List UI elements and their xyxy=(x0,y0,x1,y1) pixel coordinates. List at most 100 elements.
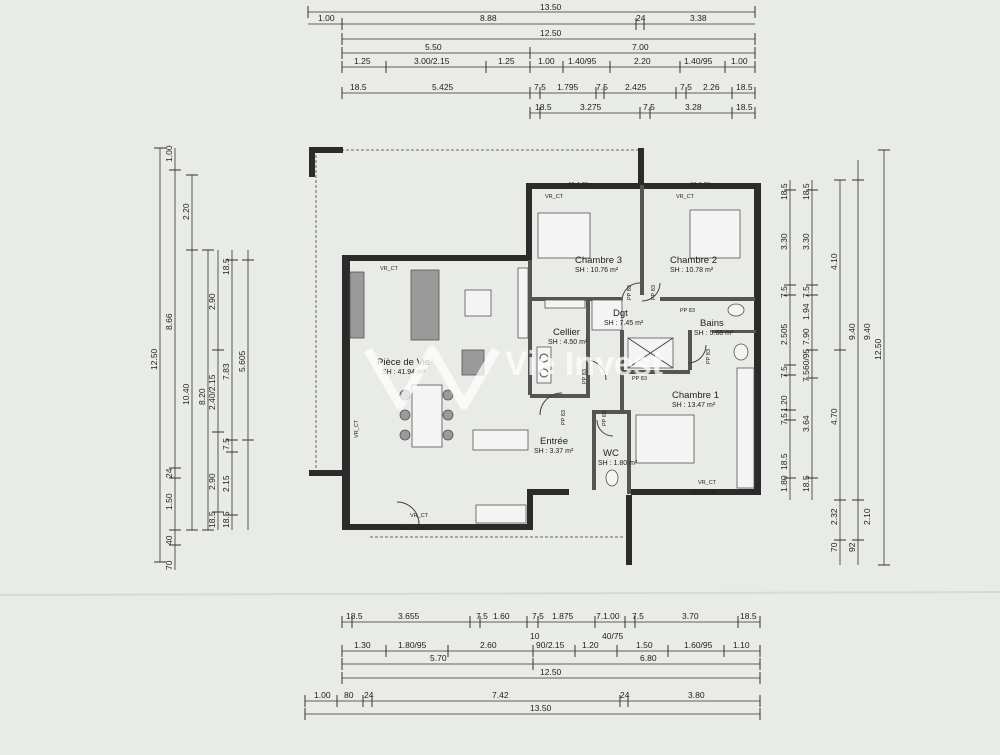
dim-right-2-h: 3.64 xyxy=(801,415,811,432)
dim-bot-4-b: 6.80 xyxy=(640,653,657,663)
bed-chambre-3 xyxy=(537,212,591,259)
vr-ct-label-1: VR_CT xyxy=(380,266,399,272)
room-area-dgt: SH : 7.45 m² xyxy=(604,320,644,327)
left-dimension-chains: 12.50 1.00 8.66 24 1.50 40 70 2.20 10.40… xyxy=(149,145,254,570)
dim-bot-1-i: 3.70 xyxy=(682,611,699,621)
dim-right-1-c: 7.5 xyxy=(779,286,789,298)
dim-top-4-g: 1.40/95 xyxy=(684,56,713,66)
dim-left-2-e: 40 xyxy=(164,535,174,545)
dim-right-2-f: 60/95 xyxy=(801,348,811,370)
allege-label-2: All. 1.20 m xyxy=(690,182,716,188)
dim-top-5-c: 7.5 xyxy=(534,82,546,92)
dim-right-5: 12.50 xyxy=(873,338,883,360)
dim-bot-2-b: 40/75 xyxy=(602,631,624,641)
dim-left-3-a: 2.20 xyxy=(181,203,191,220)
vr-ct-label-5: VR_CT xyxy=(410,513,429,519)
room-area-chambre-1: SH : 13.47 m² xyxy=(672,402,716,409)
dim-right-2-b: 3.30 xyxy=(801,233,811,250)
washbasin xyxy=(727,303,745,317)
dim-bot-6-f: 3.80 xyxy=(688,690,705,700)
bottom-dimension-chains: 18.5 3.655 7.5 1.60 7.5 1.875 7.1.00 7.5… xyxy=(304,611,761,720)
dim-right-1-d: 2.505 xyxy=(779,323,789,345)
vr-ct-label-3: VR_CT xyxy=(676,194,695,200)
dim-bot-1-d: 1.60 xyxy=(493,611,510,621)
dim-left-2-d: 1.50 xyxy=(164,493,174,510)
paper-fold xyxy=(0,591,1000,596)
toilet-bains xyxy=(733,343,749,361)
bed-chambre-1 xyxy=(635,414,695,464)
wardrobe-dgt xyxy=(591,299,623,331)
bed-chambre-2 xyxy=(689,209,741,259)
watermark-logo: Vie Invest xyxy=(364,345,663,410)
dim-top-6-b: 3.275 xyxy=(580,102,602,112)
dim-right-1-i: 1.80 xyxy=(779,475,789,492)
dim-top-5-e: 7.5 xyxy=(596,82,608,92)
room-area-piece-de-vie: SH : 41.94 m² xyxy=(382,369,426,376)
watermark-chevron-icon xyxy=(364,345,500,410)
toilet-wc xyxy=(605,469,619,487)
dim-top-4-d: 1.00 xyxy=(538,56,555,66)
top-dimension-chains: 13.50 1.00 8.88 24 3.38 12.50 5.50 7.00 … xyxy=(307,2,756,119)
dim-top-5-a: 18.5 xyxy=(350,82,367,92)
allege-label-4: All. 1.00 m xyxy=(400,526,426,532)
dim-top-1-d: 3.38 xyxy=(690,13,707,23)
dim-right-1-a: 18.5 xyxy=(779,183,789,200)
dim-right-3-a: 4.10 xyxy=(829,253,839,270)
allege-label-3: All. 1.20 m xyxy=(690,490,716,496)
dim-left-4: 8.20 xyxy=(197,388,207,405)
dim-right-3-b: 4.70 xyxy=(829,408,839,425)
dim-right-1-f: 1.20 xyxy=(779,395,789,412)
pp83-label-2: PP 83 xyxy=(651,285,657,300)
dim-bot-2-a: 10 xyxy=(530,631,540,641)
sofa xyxy=(410,269,440,341)
room-name-piece-de-vie: Pièce de Vie xyxy=(377,357,430,368)
dim-right-2-i: 18.5 xyxy=(801,475,811,492)
annotations: VR_CT VR_CT VR_CT VR_CT VR_CT VR_CT All.… xyxy=(354,182,717,532)
room-area-chambre-3: SH : 10.76 m² xyxy=(575,267,619,274)
room-name-wc: WC xyxy=(603,448,619,459)
room-labels: Pièce de Vie SH : 41.94 m² Chambre 3 SH … xyxy=(377,255,734,467)
allege-label-1: All. 1.20 m xyxy=(568,182,594,188)
pp83-label-8: PP 83 xyxy=(602,411,608,426)
dim-right-2-c: 7.5 xyxy=(801,286,811,298)
dim-left-7: 5.605 xyxy=(237,350,247,372)
dim-bot-7: 13.50 xyxy=(530,703,552,713)
dim-top-1-c: 24 xyxy=(636,13,646,23)
dim-left-5-a: 2.90 xyxy=(207,293,217,310)
room-area-entree: SH : 3.37 m² xyxy=(534,448,574,455)
dim-right-2-g: 7.5 xyxy=(801,370,811,382)
dim-left-5-c: 2.90 xyxy=(207,473,217,490)
dim-left-3-b: 10.40 xyxy=(181,383,191,405)
dim-top-6-e: 18.5 xyxy=(736,102,753,112)
wardrobe-chambre-1 xyxy=(736,367,755,489)
dim-left-5-d: 18.5 xyxy=(207,511,217,528)
pp83-label-5: PP 83 xyxy=(706,349,712,364)
dim-right-4-d: 92 xyxy=(847,542,857,552)
dim-bot-6-a: 1.00 xyxy=(314,690,331,700)
dim-bot-1-j: 18.5 xyxy=(740,611,757,621)
room-name-entree: Entrée xyxy=(540,436,568,447)
room-name-bains: Bains xyxy=(700,318,724,329)
dim-top-6-c: 7.5 xyxy=(643,102,655,112)
dim-bot-5: 12.50 xyxy=(540,667,562,677)
dim-top-1-a: 1.00 xyxy=(318,13,335,23)
dim-bot-6-b: 80 xyxy=(344,690,354,700)
dining-table xyxy=(411,384,443,448)
dim-top-5-f: 2.425 xyxy=(625,82,647,92)
dim-top-4-a: 1.25 xyxy=(354,56,371,66)
dim-top-4-c: 1.25 xyxy=(498,56,515,66)
room-area-wc: SH : 1.80 m² xyxy=(598,460,638,467)
kitchen-counter xyxy=(517,267,529,339)
dim-right-3-c: 2.32 xyxy=(829,508,839,525)
dim-bot-3-c: 2.60 xyxy=(480,640,497,650)
dim-bot-3-e: 1.20 xyxy=(582,640,599,650)
dim-bot-1-a: 18.5 xyxy=(346,611,363,621)
dim-bot-1-h: 7.5 xyxy=(632,611,644,621)
dim-right-1-e: 7.5 xyxy=(779,366,789,378)
dim-bot-1-f: 1.875 xyxy=(552,611,574,621)
dim-top-5-b: 5.425 xyxy=(432,82,454,92)
dim-bot-6-d: 7.42 xyxy=(492,690,509,700)
coffee-table xyxy=(464,289,492,317)
